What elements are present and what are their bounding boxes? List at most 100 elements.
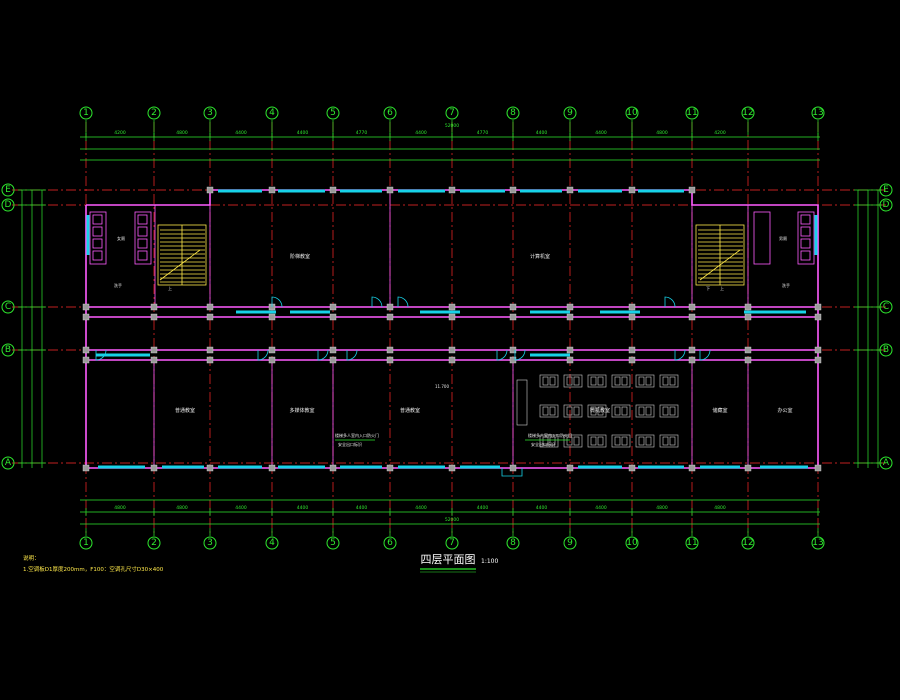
axis-label-v: 7	[449, 538, 455, 548]
axis-bubble-v	[741, 106, 755, 120]
axis-bubble-h	[879, 456, 893, 470]
axis-bubble-v	[811, 106, 825, 120]
column	[268, 186, 276, 194]
axis-label-v: 7	[449, 108, 455, 118]
left-toilet-fixtures: 女厕 洗手	[89, 211, 152, 288]
top-bay-dim: 4400	[595, 130, 607, 136]
axis-bubble-h	[879, 343, 893, 357]
axis-label-v: 2	[151, 108, 157, 118]
axis-bubble-v	[563, 106, 577, 120]
column	[744, 303, 752, 311]
column	[150, 313, 158, 321]
lab-desk	[587, 374, 607, 388]
column	[688, 356, 696, 364]
column	[448, 464, 456, 472]
column	[386, 346, 394, 354]
axis-bubble-v	[265, 536, 279, 550]
axis-label-h: E	[5, 185, 11, 195]
lab-desk	[635, 404, 655, 418]
room-lower-2-label: 多媒体教室	[289, 407, 314, 414]
axis-label-v: 9	[567, 108, 573, 118]
axis-bubble-h	[879, 183, 893, 197]
bottom-bay-dim: 4400	[297, 505, 309, 511]
axis-bubble-v	[685, 106, 699, 120]
column	[688, 464, 696, 472]
column	[82, 346, 90, 354]
top-bay-dim: 4200	[714, 130, 726, 136]
column	[509, 464, 517, 472]
column	[814, 313, 822, 321]
column	[628, 464, 636, 472]
axis-label-v: 11	[686, 538, 697, 548]
left-dimension-chain	[18, 189, 46, 468]
column	[744, 313, 752, 321]
toilet-left-label: 女厕	[117, 235, 125, 241]
bottom-bay-dim: 4400	[235, 505, 247, 511]
lab-desk	[539, 434, 559, 448]
column	[329, 346, 337, 354]
lab-desk	[539, 404, 559, 418]
axis-label-h: C	[5, 302, 11, 312]
right-toilet-fixtures: 男厕 洗手	[753, 211, 815, 288]
axis-label-v: 3	[207, 108, 213, 118]
axis-bubble-v	[563, 536, 577, 550]
column	[566, 303, 574, 311]
top-bay-dim: 4400	[536, 130, 548, 136]
column	[628, 356, 636, 364]
axis-label-v: 12	[742, 108, 753, 118]
notes-heading: 说明：	[23, 554, 40, 562]
column	[82, 464, 90, 472]
column	[386, 186, 394, 194]
axis-bubble-v	[203, 106, 217, 120]
note-lower-right: 楼梯多人室内入口防火门	[528, 432, 572, 438]
column	[329, 464, 337, 472]
axis-bubble-v	[741, 536, 755, 550]
room-lower-4-label: 微机教室	[590, 407, 610, 414]
drawing-title-block: 四层平面图 1:100	[420, 553, 498, 573]
column	[386, 464, 394, 472]
axis-bubble-v	[445, 106, 459, 120]
axis-bubble-v	[506, 536, 520, 550]
axis-label-h: A	[5, 458, 12, 468]
column	[814, 356, 822, 364]
axis-label-h: B	[5, 345, 11, 355]
axis-bubble-h	[1, 456, 15, 470]
structural-columns	[82, 186, 822, 472]
column	[509, 346, 517, 354]
note-lower-left: 楼梯多人室内入口防火门	[335, 432, 379, 438]
right-stair-treads	[698, 229, 743, 283]
axis-bubble-v	[326, 536, 340, 550]
axis-bubble-v	[685, 536, 699, 550]
column	[688, 303, 696, 311]
column	[206, 346, 214, 354]
toilet-right-label: 男厕	[779, 235, 787, 241]
axis-bubble-v	[625, 536, 639, 550]
column	[150, 346, 158, 354]
column	[268, 346, 276, 354]
lab-desk	[659, 434, 679, 448]
note-lower-left-2: 安全出口标识	[338, 441, 362, 447]
axis-bubble-v	[506, 106, 520, 120]
right-stair: 下 上	[695, 224, 745, 291]
column	[386, 356, 394, 364]
lab-desk	[659, 404, 679, 418]
bottom-bay-dim: 4800	[176, 505, 188, 511]
axis-bubble-v	[147, 536, 161, 550]
column	[206, 464, 214, 472]
bottom-bay-dim: 4400	[415, 505, 427, 511]
axis-bubble-v	[79, 106, 93, 120]
bottom-bay-dim: 4400	[536, 505, 548, 511]
axis-bubble-h	[1, 343, 15, 357]
room-upper-left-label: 阶梯教室	[290, 253, 310, 260]
room-lower-3-label: 普通教室	[400, 407, 420, 414]
column	[206, 356, 214, 364]
axis-bubble-v	[811, 536, 825, 550]
wash-left-label: 洗手	[114, 282, 122, 288]
lab-desk	[611, 374, 631, 388]
room-upper-center-label: 计算机室	[530, 253, 550, 260]
column	[329, 356, 337, 364]
column	[329, 313, 337, 321]
